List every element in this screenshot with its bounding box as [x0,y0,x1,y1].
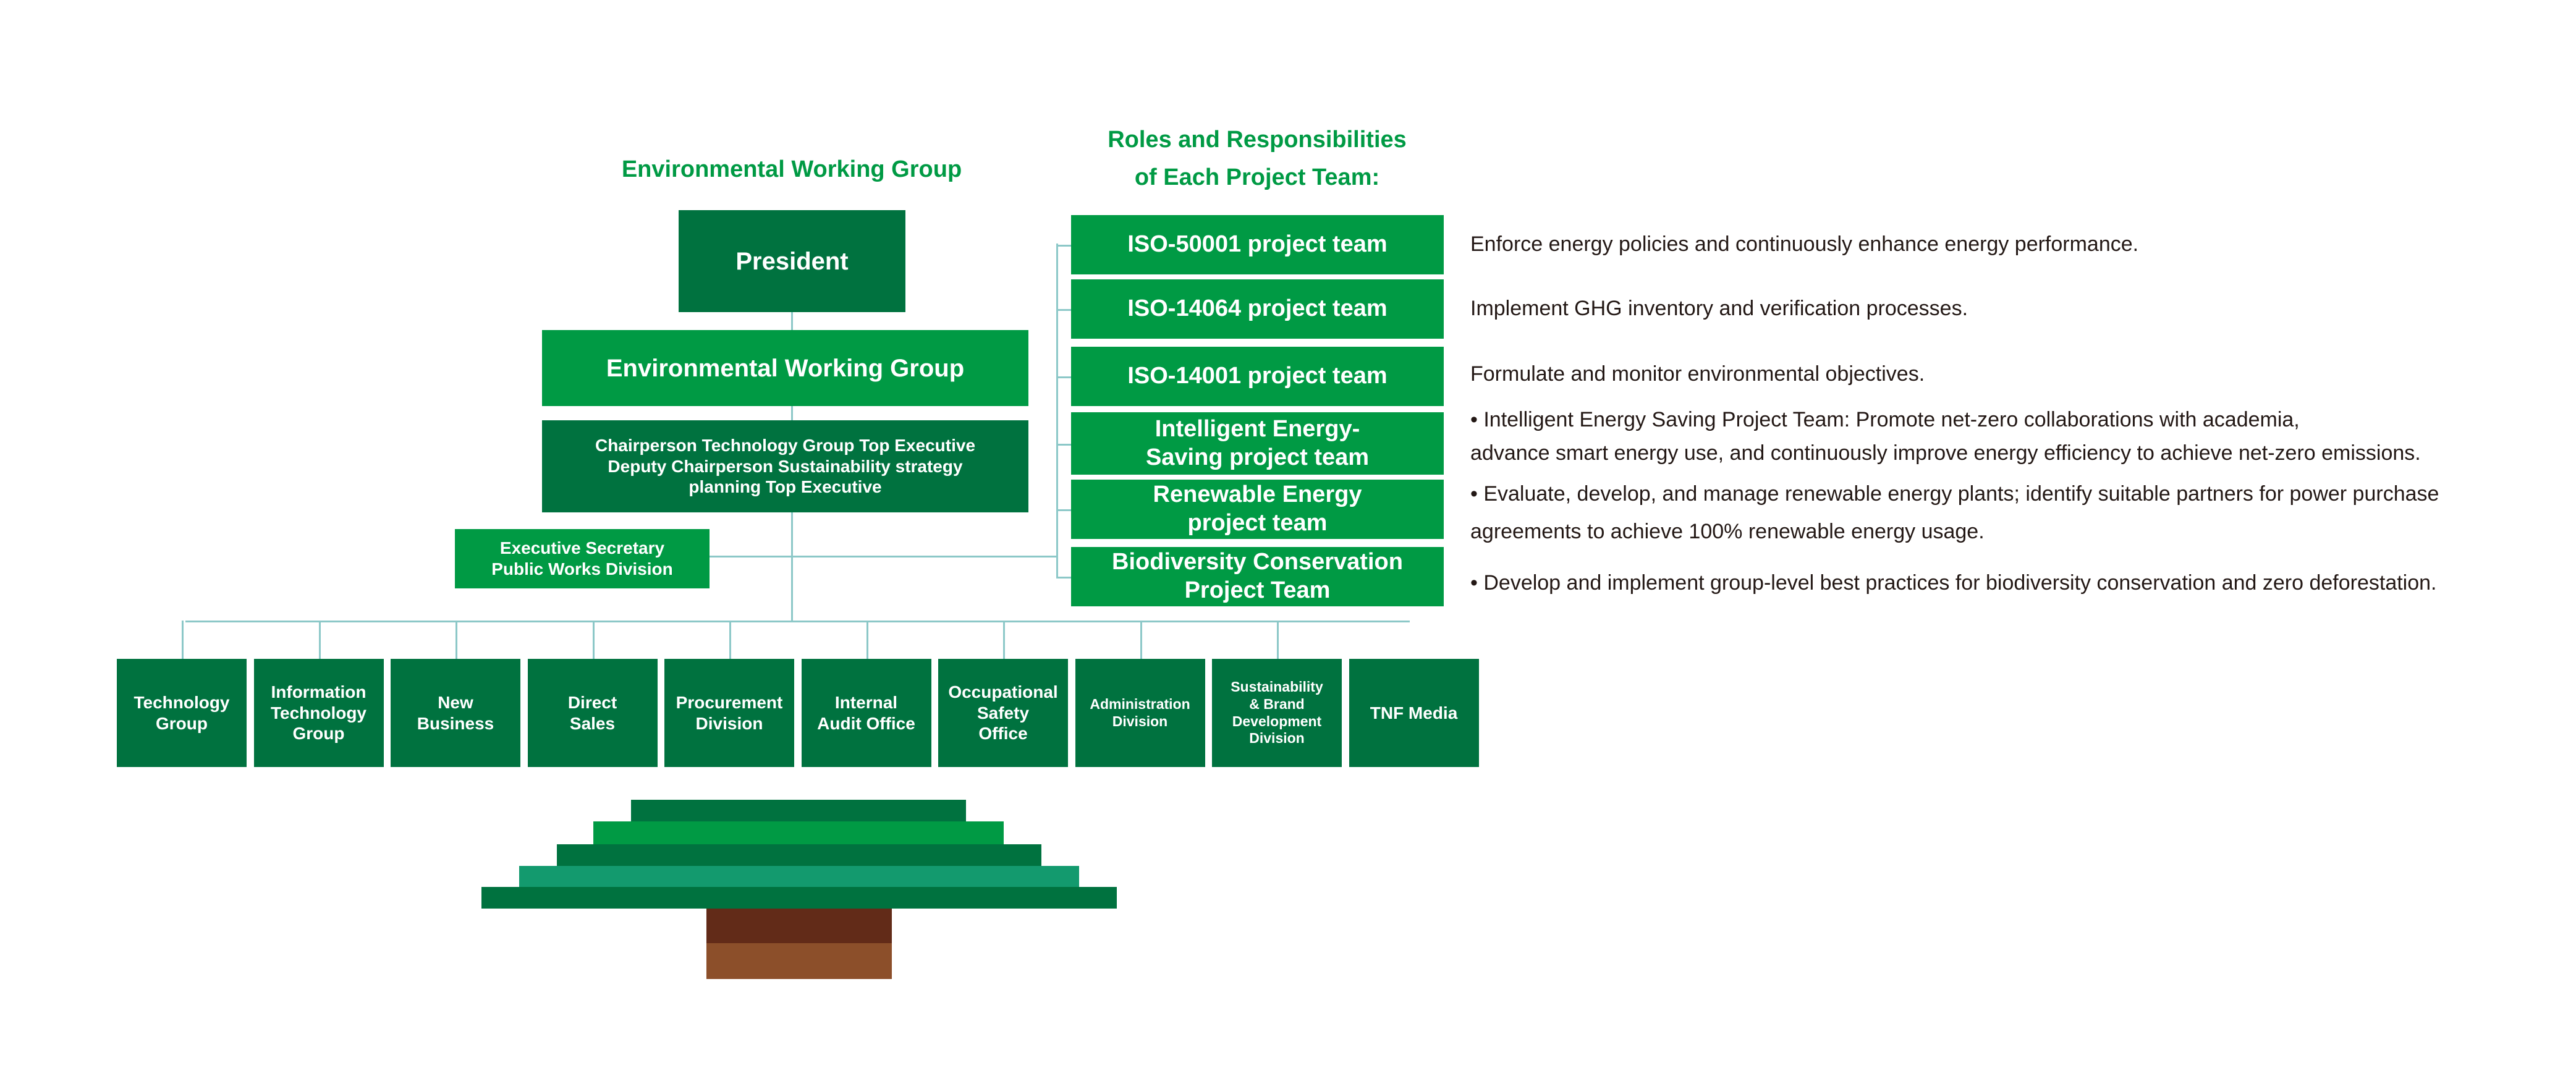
division-connector [1003,621,1005,659]
team-connector [1056,309,1071,311]
team-description: agreements to achieve 100% renewable ene… [1470,520,1985,543]
division-label: Administration [1090,695,1190,712]
project-team-box: ISO-50001 project team [1071,215,1444,274]
team-description: advance smart energy use, and continuous… [1470,441,2421,465]
division-label: New [438,692,473,712]
executive-secretary-box: Executive Secretary Public Works Divisio… [455,529,710,588]
division-label: Division [1249,730,1305,747]
division-label: Sustainability [1231,679,1323,695]
project-team-label: project team [1187,510,1328,536]
team-description: • Evaluate, develop, and manage renewabl… [1470,482,2439,506]
project-team-label: ISO-14001 project team [1127,363,1388,389]
division-label: Division [695,713,763,733]
project-team-box: ISO-14001 project team [1071,347,1444,406]
team-description: Implement GHG inventory and verification… [1470,297,1968,320]
chairperson-line: planning Top Executive [688,477,882,497]
secretary-line-text: Public Works Division [491,559,673,579]
secretary-line [710,556,1056,557]
project-team-label: ISO-14064 project team [1127,295,1388,322]
division-label: Procurement [676,692,783,712]
team-connector [1056,577,1071,579]
team-description: Enforce energy policies and continuously… [1470,232,2139,256]
division-label: Technology [133,692,230,712]
division-label: Sales [569,713,616,733]
division-label: Office [978,724,1028,744]
team-connector [1056,376,1071,378]
team-description: • Intelligent Energy Saving Project Team… [1470,408,2300,431]
roles-title-line-2: of Each Project Team: [1134,164,1380,190]
tree-layer-5 [481,887,1117,909]
project-team-box: Intelligent Energy-Saving project team [1071,412,1444,475]
division-label: Group [156,713,208,733]
team-connector [1056,245,1071,247]
division-label: Audit Office [817,713,915,733]
team-description: • Develop and implement group-level best… [1470,571,2437,595]
president-box: President [679,210,905,312]
division-connector [729,621,731,659]
division-bus-line [185,621,1410,622]
tree-trunk-bottom [706,943,892,979]
division-label: Internal [834,692,898,712]
tree-layer-4 [519,866,1079,887]
division-label: Business [417,713,494,733]
team-connector [1056,509,1071,511]
project-team-label: Project Team [1184,577,1331,603]
division-connector [592,621,595,659]
division-label: Division [1112,713,1168,729]
division-connector [182,621,184,659]
chairperson-line: Deputy Chairperson Sustainability strate… [608,456,963,476]
project-team-label: ISO-50001 project team [1127,231,1388,258]
division-box: TNF Media [1349,659,1479,767]
team-description: Formulate and monitor environmental obje… [1470,362,1925,386]
tree-trunk-top [706,909,892,943]
project-team-label: Renewable Energy [1153,481,1362,508]
chairperson-line: Chairperson Technology Group Top Executi… [595,436,976,456]
tree-layer-1 [631,800,966,821]
tree-layer-3 [557,844,1041,866]
division-connector [1140,621,1142,659]
division-label: Safety [977,703,1030,723]
division-label: Group [292,724,345,744]
project-team-label: Intelligent Energy- [1155,415,1360,442]
division-label: Occupational [948,682,1058,702]
division-label: Development [1232,713,1322,729]
division-label: Direct [567,692,617,712]
tree-layer-2 [593,821,1004,844]
division-label: Technology [270,703,367,723]
org-chart-title: Environmental Working Group [621,156,962,182]
working-group-box: Environmental Working Group [542,330,1028,406]
division-label: & Brand [1249,695,1305,712]
division-connector [1277,621,1279,659]
team-bracket-line [1056,244,1058,577]
division-label: Information [271,682,366,702]
roles-title-line-1: Roles and Responsibilities [1108,127,1407,153]
project-team-label: Saving project team [1145,444,1370,470]
division-connector [866,621,868,659]
roles-title: Roles and Responsibilities of Each Proje… [1010,121,1504,197]
project-team-label: Biodiversity Conservation [1112,549,1403,575]
team-connector [1056,443,1071,446]
division-label: TNF Media [1370,703,1458,723]
division-connector [318,621,321,659]
project-team-box: ISO-14064 project team [1071,279,1444,339]
secretary-line-text: Executive Secretary [499,538,665,558]
division-connector [455,621,457,659]
chairperson-box: Chairperson Technology Group Top Executi… [542,420,1028,512]
